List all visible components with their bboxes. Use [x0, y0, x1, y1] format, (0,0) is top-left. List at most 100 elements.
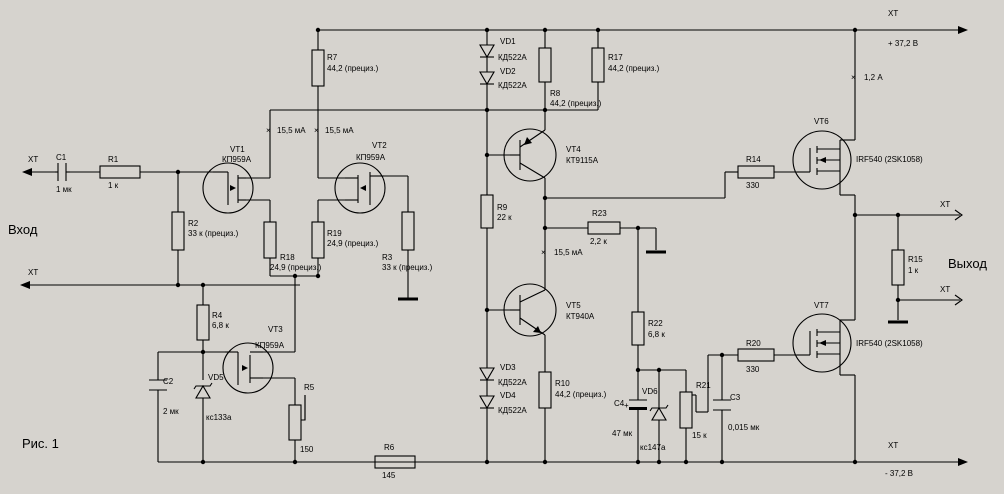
- r17-value-label: 44,2 (прециз.): [608, 64, 660, 73]
- vt5-ref-label: VT5: [566, 301, 581, 310]
- r8-ref-label: R8: [550, 89, 561, 98]
- vt4-ref-label: VT4: [566, 145, 581, 154]
- resistor-r10: [538, 371, 552, 409]
- output-label: Выход: [948, 256, 987, 271]
- vt5-value-label: КТ940А: [566, 312, 595, 321]
- diode-vd4-icon: [479, 395, 495, 410]
- r22-value-label: 6,8 к: [648, 330, 665, 339]
- resistor-r23: [587, 221, 621, 235]
- vd1-value-label: КД522А: [498, 53, 527, 62]
- c4-value-label: 47 мк: [612, 429, 633, 438]
- r19-ref-label: R19: [327, 229, 342, 238]
- vt6-value-label: IRF540 (2SK1058): [856, 155, 923, 164]
- xt-plus: XT: [888, 9, 898, 18]
- r1-ref-label: R1: [108, 155, 119, 164]
- vd4-value-label: КД522А: [498, 406, 527, 415]
- c1-ref-label: C1: [56, 153, 67, 162]
- r9-value-label: 22 к: [497, 213, 512, 222]
- output-ground-arrow-icon: [954, 294, 963, 306]
- output-arrow-icon: [954, 209, 963, 221]
- c3-ref-label: C3: [730, 393, 741, 402]
- resistor-r18: [263, 221, 277, 259]
- cross-marker-icon: ×: [314, 126, 319, 135]
- c3-value-label: 0,015 мк: [728, 423, 760, 432]
- capacitor-c4: +: [624, 399, 647, 410]
- resistor-r8: [538, 47, 552, 83]
- vt7-value-label: IRF540 (2SK1058): [856, 339, 923, 348]
- vd5-ref-label: VD5: [208, 373, 224, 382]
- r9-ref-label: R9: [497, 203, 508, 212]
- r7-value-label: 44,2 (прециз.): [327, 64, 379, 73]
- r17-ref-label: R17: [608, 53, 623, 62]
- current-vt1-label: 15,5 мА: [277, 126, 306, 135]
- r23-ref-label: R23: [592, 209, 607, 218]
- input-ground-arrow-icon: [20, 281, 30, 289]
- r3-ref-label: R3: [382, 253, 393, 262]
- cross-marker-icon: ×: [851, 73, 856, 82]
- resistor-r9: [480, 194, 494, 229]
- r20-value-label: 330: [746, 365, 760, 374]
- svg-text:+: +: [624, 401, 629, 410]
- r10-value-label: 44,2 (прециз.): [555, 390, 607, 399]
- r21-ref-label: R21: [696, 381, 711, 390]
- ground-symbols: [398, 250, 908, 324]
- zener-vd5-icon: [195, 384, 211, 399]
- current-out-label: 1,2 А: [864, 73, 883, 82]
- r21-value-label: 15 к: [692, 431, 707, 440]
- minus-supply-arrow-icon: [958, 458, 968, 466]
- r8-value-label: 44,2 (прециз.): [550, 99, 602, 108]
- r5-value-label: 150: [300, 445, 314, 454]
- xt-input-gnd: XT: [28, 268, 38, 277]
- transistor-vt6: [792, 130, 855, 196]
- transistor-vt2: [334, 162, 386, 214]
- input-label: Вход: [8, 222, 38, 237]
- r19-value-label: 24,9 (прециз.): [327, 239, 379, 248]
- input-arrow-icon: [22, 168, 32, 176]
- r4-value-label: 6,8 к: [212, 321, 229, 330]
- vt7-ref-label: VT7: [814, 301, 829, 310]
- vt3-ref-label: VT3: [268, 325, 283, 334]
- transistor-vt1: [202, 162, 254, 214]
- r15-ref-label: R15: [908, 255, 923, 264]
- resistor-r15: [891, 249, 905, 286]
- capacitor-c3: [713, 399, 731, 411]
- cross-marker-icon: ×: [266, 126, 271, 135]
- xt-output: XT: [940, 200, 950, 209]
- r20-ref-label: R20: [746, 339, 761, 348]
- transistor-vt4: [503, 128, 557, 182]
- figure-label: Рис. 1: [22, 436, 59, 451]
- vt6-ref-label: VT6: [814, 117, 829, 126]
- transistor-vt7: [792, 313, 855, 376]
- resistor-r19: [311, 221, 325, 259]
- r18-value-label: 24,9 (прециз.): [270, 263, 322, 272]
- terminal-arrows: [20, 26, 968, 466]
- r1-value-label: 1 к: [108, 181, 119, 190]
- c4-ref-label: C4: [614, 399, 625, 408]
- current-vt2-label: 15,5 мА: [325, 126, 354, 135]
- r4-ref-label: R4: [212, 311, 223, 320]
- resistor-r3: [401, 211, 415, 251]
- r22-ref-label: R22: [648, 319, 663, 328]
- vd6-ref-label: VD6: [642, 387, 658, 396]
- vd1-ref-label: VD1: [500, 37, 516, 46]
- resistor-r22: [631, 311, 645, 346]
- r14-ref-label: R14: [746, 155, 761, 164]
- vd3-value-label: КД522А: [498, 378, 527, 387]
- vd2-value-label: КД522А: [498, 81, 527, 90]
- transistor-vt5: [503, 283, 557, 337]
- resistor-r2: [171, 211, 185, 251]
- resistor-r17: [591, 47, 605, 83]
- r23-value-label: 2,2 к: [590, 237, 607, 246]
- xt-input: XT: [28, 155, 38, 164]
- vt4-value-label: КТ9115А: [566, 156, 599, 165]
- r2-ref-label: R2: [188, 219, 199, 228]
- diode-vd2-icon: [479, 71, 495, 86]
- r15-value-label: 1 к: [908, 266, 919, 275]
- vd2-ref-label: VD2: [500, 67, 516, 76]
- diode-vd3-icon: [479, 367, 495, 382]
- vd6-value-label: кс147а: [640, 443, 666, 452]
- r14-value-label: 330: [746, 181, 760, 190]
- resistor-r14: [737, 165, 775, 179]
- vt2-value-label: КП959А: [356, 153, 386, 162]
- transistor-vt3: [222, 342, 274, 394]
